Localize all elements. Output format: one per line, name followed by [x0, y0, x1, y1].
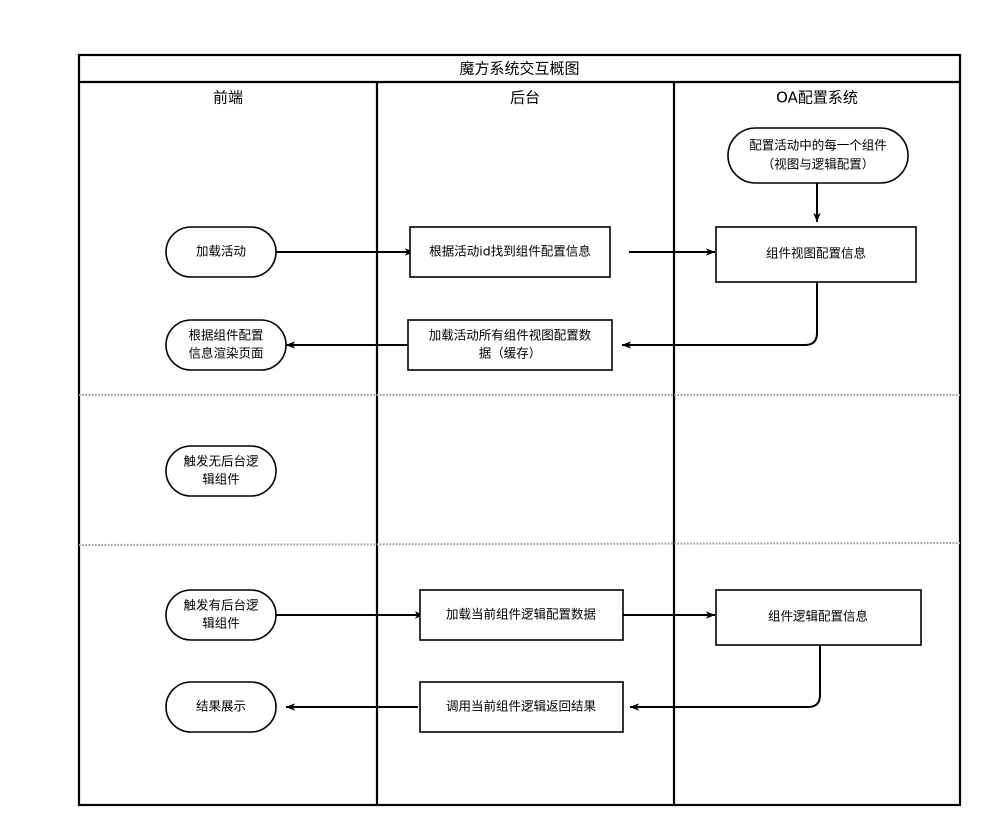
- connectors: [276, 183, 821, 711]
- lane-header-backend: 后台: [510, 89, 540, 107]
- node-shape-rect: [419, 589, 624, 641]
- edge-logic-info-to-call-logic: [629, 645, 821, 711]
- node-find-component-config-by-id[interactable]: 根据活动id找到组件配置信息: [409, 226, 611, 278]
- outer-border: [77, 53, 962, 807]
- node-component-view-config-info[interactable]: 组件视图配置信息: [715, 226, 917, 283]
- node-load-activity[interactable]: 加载活动: [165, 226, 277, 278]
- node-result-display[interactable]: 结果展示: [165, 681, 277, 733]
- lane-headers: 前端 后台 OA配置系统: [213, 89, 858, 107]
- node-label-line1: 组件逻辑配置信息: [768, 609, 868, 624]
- node-shape-rect: [409, 226, 611, 278]
- node-label-line1: 触发有后台逻: [183, 598, 259, 613]
- lane-header-oa: OA配置系统: [776, 89, 858, 107]
- node-label-line1: 加载当前组件逻辑配置数据: [446, 607, 596, 622]
- page-title: 魔方系统交互概图: [459, 60, 579, 78]
- node-oa-config-each-component[interactable]: 配置活动中的每一个组件 （视图与逻辑配置）: [727, 127, 909, 184]
- node-label-line1: 加载活动所有组件视图配置数: [429, 328, 592, 343]
- node-label-line1: 结果展示: [196, 699, 246, 714]
- node-label-line1: 调用当前组件逻辑返回结果: [446, 699, 597, 714]
- diagram-frame: [77, 53, 962, 807]
- node-load-all-view-config-data[interactable]: 加载活动所有组件视图配置数 据（缓存）: [407, 319, 613, 371]
- phase-separator-2: [78, 542, 961, 546]
- node-load-current-component-logic-config[interactable]: 加载当前组件逻辑配置数据: [419, 589, 624, 641]
- lane-dividers: [375, 82, 676, 805]
- node-label-line1: 组件视图配置信息: [766, 246, 866, 261]
- node-shape-rounded: [165, 589, 277, 641]
- node-render-page-by-component-config[interactable]: 根据组件配置 信息渲染页面: [165, 319, 287, 371]
- node-label-line2: （视图与逻辑配置）: [762, 157, 875, 172]
- node-label-line1: 加载活动: [196, 244, 246, 259]
- edge-view-config-to-load-all: [621, 282, 818, 349]
- lane-header-frontend: 前端: [213, 89, 243, 107]
- node-label-line1: 根据活动id找到组件配置信息: [429, 244, 590, 259]
- node-shape-rect: [715, 589, 922, 646]
- node-label-line1: 配置活动中的每一个组件: [749, 138, 887, 153]
- node-label-line2: 信息渲染页面: [188, 346, 263, 361]
- phase-separators: [78, 394, 961, 546]
- node-trigger-no-backend-logic-component[interactable]: 触发无后台逻 辑组件: [165, 445, 277, 497]
- node-label-line2: 辑组件: [202, 616, 240, 631]
- node-label-line2: 辑组件: [202, 472, 240, 487]
- node-shape-rounded: [165, 445, 277, 497]
- node-trigger-backend-logic-component[interactable]: 触发有后台逻 辑组件: [165, 589, 277, 641]
- node-component-logic-config-info[interactable]: 组件逻辑配置信息: [715, 589, 922, 646]
- node-shape-rect: [715, 226, 917, 283]
- node-call-current-component-logic-return-result[interactable]: 调用当前组件逻辑返回结果: [419, 681, 624, 733]
- node-shape-rect: [407, 319, 613, 371]
- node-label-line1: 触发无后台逻: [183, 454, 259, 469]
- node-shape-rounded: [727, 127, 909, 184]
- node-label-line1: 根据组件配置: [188, 328, 263, 343]
- node-label-line2: 据（缓存）: [479, 346, 542, 361]
- node-shape-rounded: [165, 319, 287, 371]
- node-shape-rect: [419, 681, 624, 733]
- node-shape-rounded: [165, 681, 277, 733]
- node-shape-rounded: [165, 226, 277, 278]
